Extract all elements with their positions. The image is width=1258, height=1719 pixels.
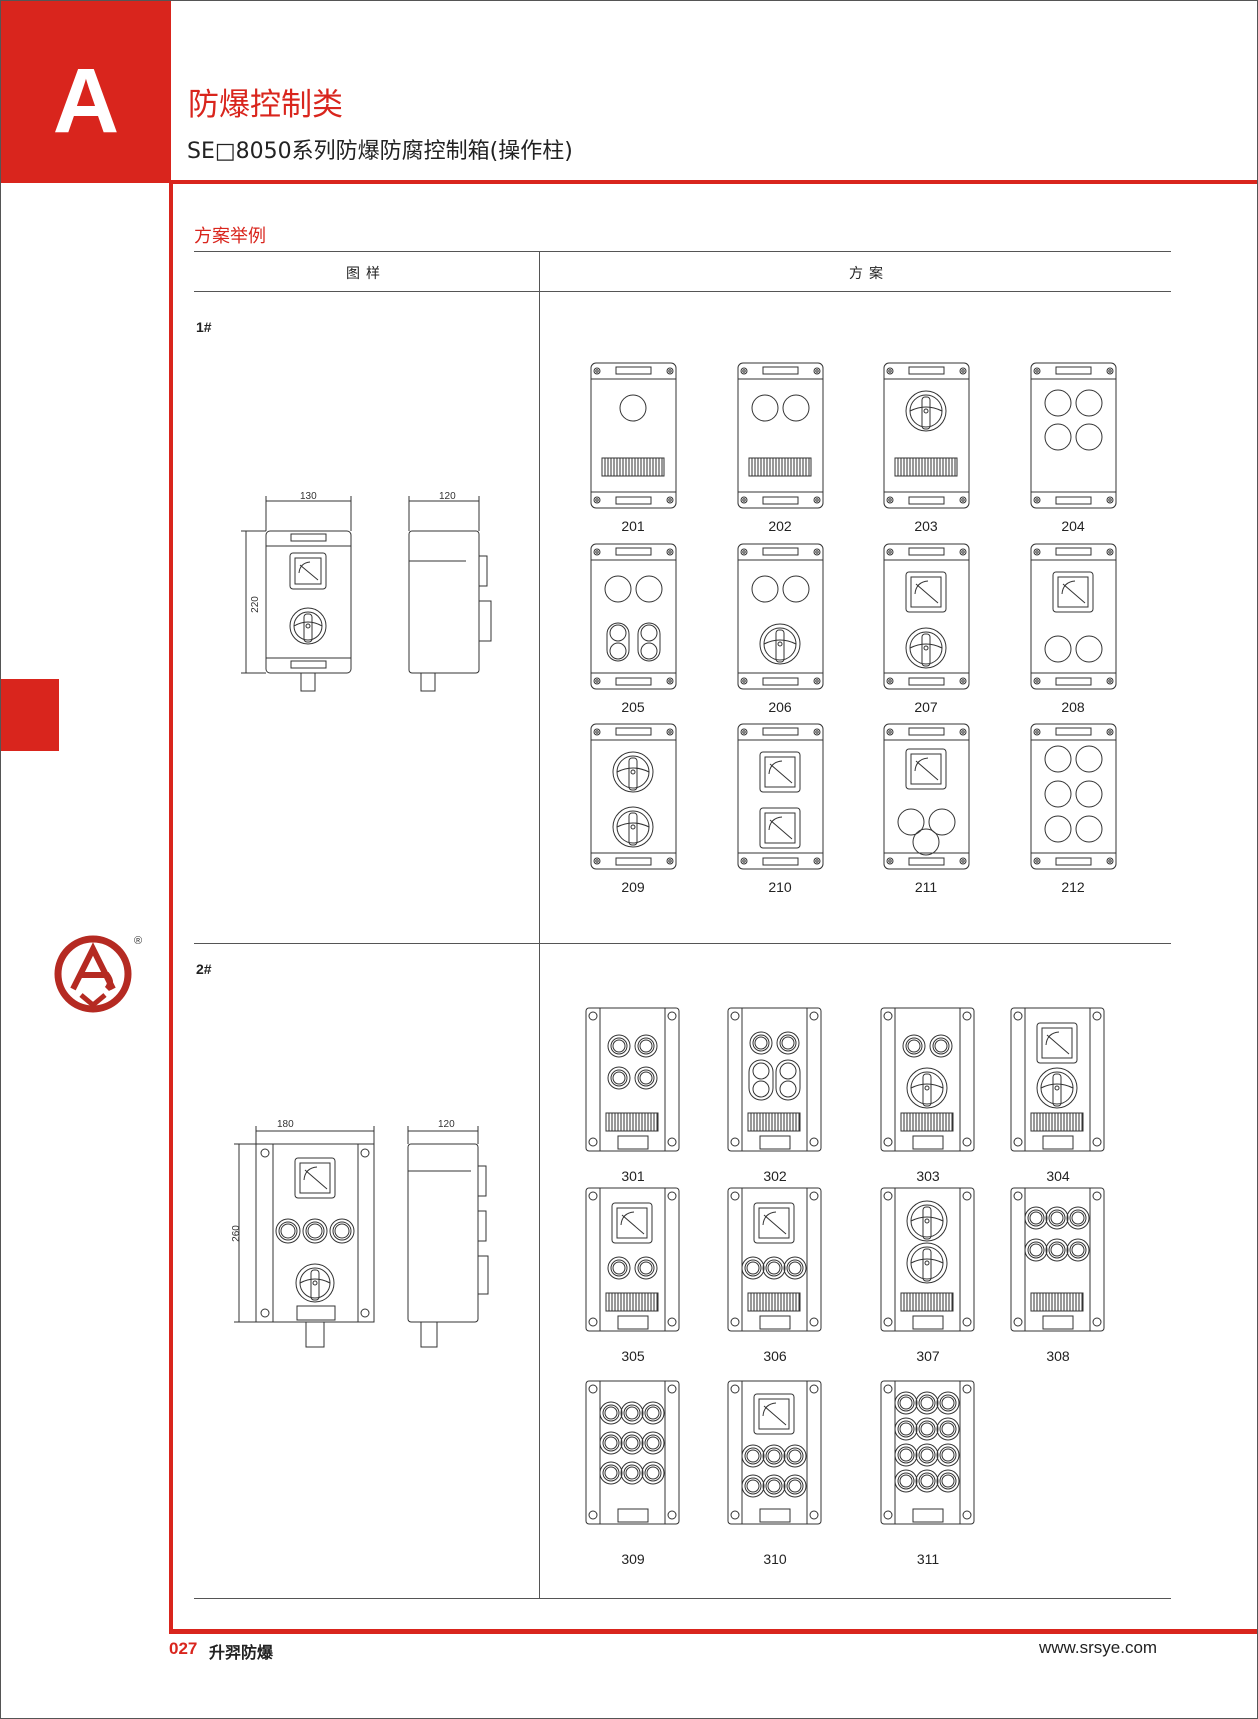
scheme-drawing <box>727 1380 822 1525</box>
header-divider <box>171 180 1257 184</box>
footer-website[interactable]: www.srsye.com <box>1039 1638 1158 1657</box>
dim-side-depth-1: 120 <box>439 491 456 502</box>
scheme-label: 301 <box>621 1168 645 1184</box>
scheme-label: 201 <box>621 518 645 534</box>
scheme-label: 203 <box>914 518 938 534</box>
scheme-label: 302 <box>763 1168 787 1184</box>
group-label-1: 1# <box>196 319 212 335</box>
scheme-drawing <box>737 362 824 509</box>
category-title: 防爆控制类 <box>188 87 343 123</box>
dim-side-depth-2: 120 <box>438 1119 455 1130</box>
table-column-rule <box>539 251 540 1598</box>
side-view-1 <box>408 496 492 692</box>
scheme-label: 208 <box>1061 699 1085 715</box>
scheme-drawing <box>1030 723 1117 870</box>
scheme-label: 311 <box>916 1551 940 1567</box>
side-view-2 <box>407 1126 489 1348</box>
scheme-drawing <box>880 1380 975 1525</box>
scheme-label: 303 <box>916 1168 940 1184</box>
front-view-2 <box>234 1126 375 1348</box>
scheme-label: 211 <box>914 879 938 895</box>
scheme-drawing <box>737 723 824 870</box>
scheme-drawing <box>1010 1187 1105 1332</box>
scheme-label: 305 <box>621 1348 645 1364</box>
column-header-scheme: 方案 <box>849 266 889 282</box>
scheme-drawing <box>880 1007 975 1152</box>
footer-divider <box>169 1629 1257 1634</box>
footer-brand: 升羿防爆 <box>209 1643 274 1662</box>
scheme-label: 306 <box>763 1348 787 1364</box>
scheme-label: 207 <box>914 699 938 715</box>
table-top-rule <box>194 251 1171 252</box>
side-tab-marker <box>1 679 59 751</box>
scheme-drawing <box>883 723 970 870</box>
scheme-drawing <box>590 723 677 870</box>
scheme-drawing <box>880 1187 975 1332</box>
scheme-drawing <box>737 543 824 690</box>
dim-front-width-2: 180 <box>277 1119 294 1130</box>
page-number: 027 <box>169 1639 198 1658</box>
scheme-drawing <box>1030 543 1117 690</box>
scheme-drawing <box>727 1007 822 1152</box>
scheme-label: 209 <box>621 879 645 895</box>
scheme-label: 307 <box>916 1348 940 1364</box>
section-letter: A <box>52 50 120 152</box>
dim-height-1: 220 <box>249 596 261 613</box>
scheme-drawing <box>727 1187 822 1332</box>
scheme-label: 304 <box>1046 1168 1070 1184</box>
group-label-2: 2# <box>196 961 212 977</box>
product-title: SE□8050系列防爆防腐控制箱(操作柱) <box>187 139 573 164</box>
scheme-label: 310 <box>763 1551 787 1567</box>
section-letter-block <box>1 1 171 183</box>
scheme-drawing <box>883 362 970 509</box>
scheme-label: 210 <box>768 879 792 895</box>
scheme-drawing <box>585 1187 680 1332</box>
scheme-label: 206 <box>768 699 792 715</box>
scheme-label: 202 <box>768 518 792 534</box>
column-header-drawing: 图样 <box>346 266 386 282</box>
scheme-drawing <box>1010 1007 1105 1152</box>
registered-mark: ® <box>134 935 143 947</box>
scheme-drawing <box>590 543 677 690</box>
front-view-1 <box>241 496 352 692</box>
scheme-drawing <box>585 1007 680 1152</box>
scheme-label: 212 <box>1061 879 1085 895</box>
table-header-rule <box>194 291 1171 292</box>
scheme-drawing <box>1030 362 1117 509</box>
scheme-label: 204 <box>1061 518 1085 534</box>
scheme-drawing <box>883 543 970 690</box>
brand-logo <box>54 935 132 1013</box>
section-title: 方案举例 <box>194 226 266 247</box>
scheme-label: 308 <box>1046 1348 1070 1364</box>
scheme-label: 205 <box>621 699 645 715</box>
dim-height-2: 260 <box>230 1225 242 1242</box>
dim-front-width-1: 130 <box>300 491 317 502</box>
scheme-label: 309 <box>621 1551 645 1567</box>
scheme-drawing <box>585 1380 680 1525</box>
table-bottom-rule <box>194 1598 1171 1599</box>
left-border <box>169 183 173 1633</box>
table-row-rule <box>194 943 1171 944</box>
scheme-drawing <box>590 362 677 509</box>
